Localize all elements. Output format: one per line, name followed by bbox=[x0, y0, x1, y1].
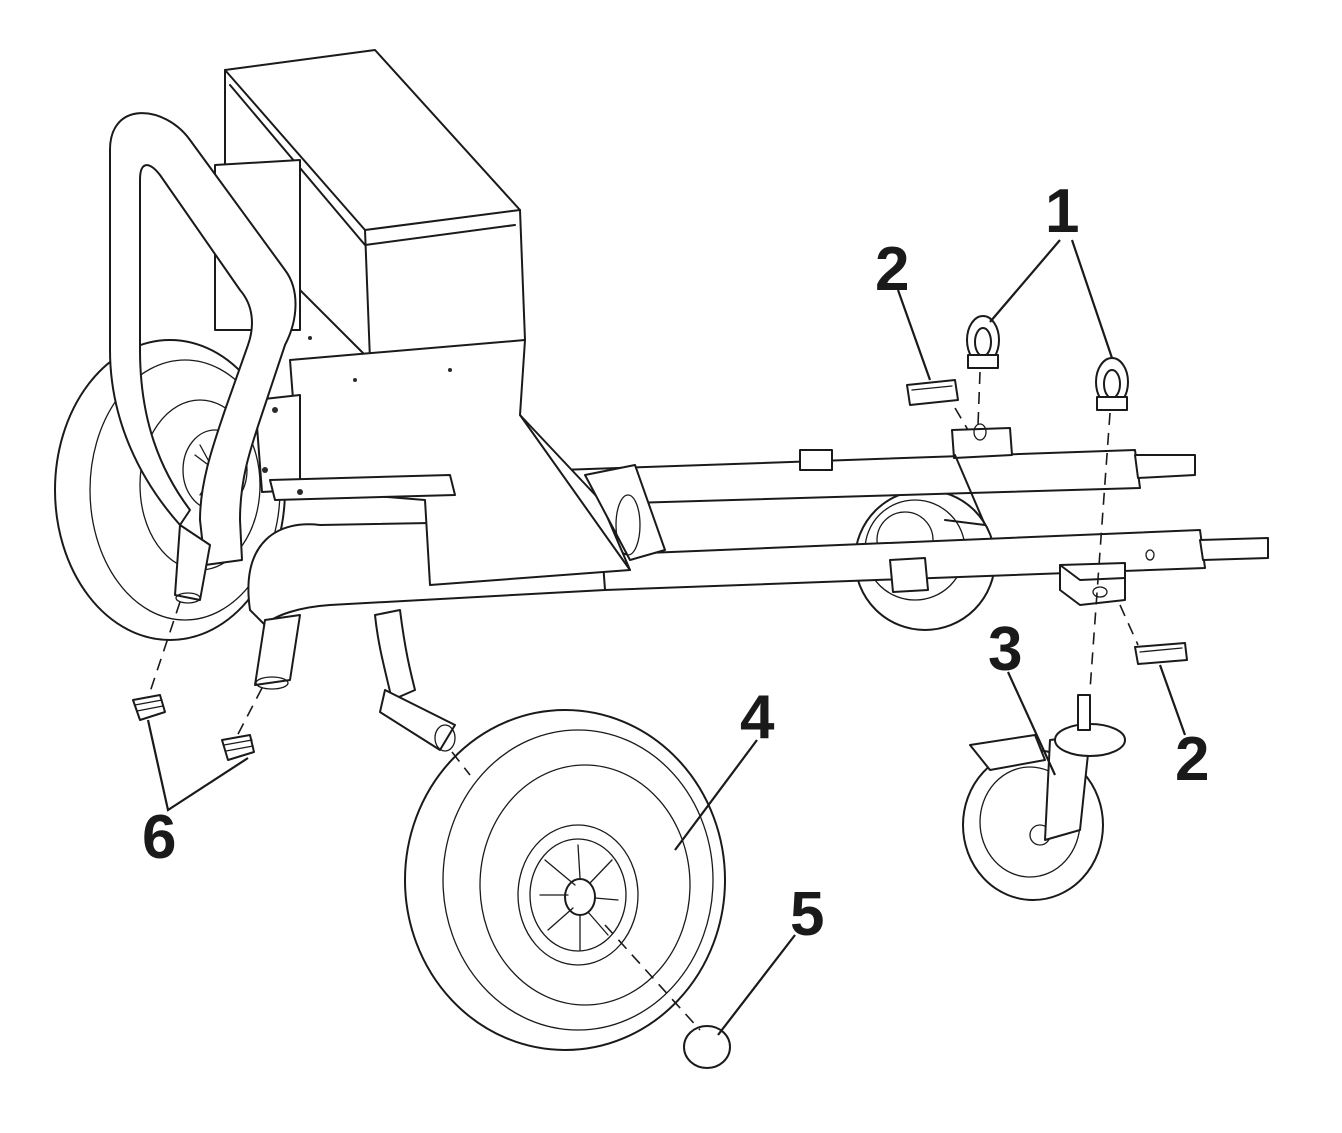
caster-mount-bracket bbox=[1059, 562, 1126, 606]
callout-5: 5 bbox=[790, 880, 824, 949]
end-cap-upper bbox=[906, 379, 959, 406]
callout-2-upper: 2 bbox=[875, 235, 909, 304]
tube-plug-2 bbox=[221, 734, 255, 761]
frame-rails bbox=[559, 423, 1269, 593]
end-cap-lower bbox=[1134, 642, 1188, 665]
callout-3: 3 bbox=[988, 615, 1022, 684]
handle-bar bbox=[109, 112, 301, 690]
axle-stub bbox=[374, 609, 456, 752]
callout-4: 4 bbox=[740, 683, 775, 752]
caster-wheel bbox=[962, 694, 1126, 901]
callout-1: 1 bbox=[1045, 177, 1079, 246]
callout-2-lower: 2 bbox=[1175, 725, 1209, 794]
hub-cap bbox=[683, 1025, 731, 1069]
eye-bolt-2 bbox=[1095, 357, 1129, 411]
big-wheel bbox=[404, 709, 726, 1051]
callout-6: 6 bbox=[142, 803, 176, 872]
leader-lines bbox=[146, 239, 1187, 1036]
tube-plug-1 bbox=[132, 694, 166, 721]
callout-labels: 1 2 2 3 4 5 6 bbox=[142, 177, 1209, 949]
eye-bolt-1 bbox=[966, 315, 1000, 369]
assembly-lines bbox=[147, 371, 1139, 1031]
